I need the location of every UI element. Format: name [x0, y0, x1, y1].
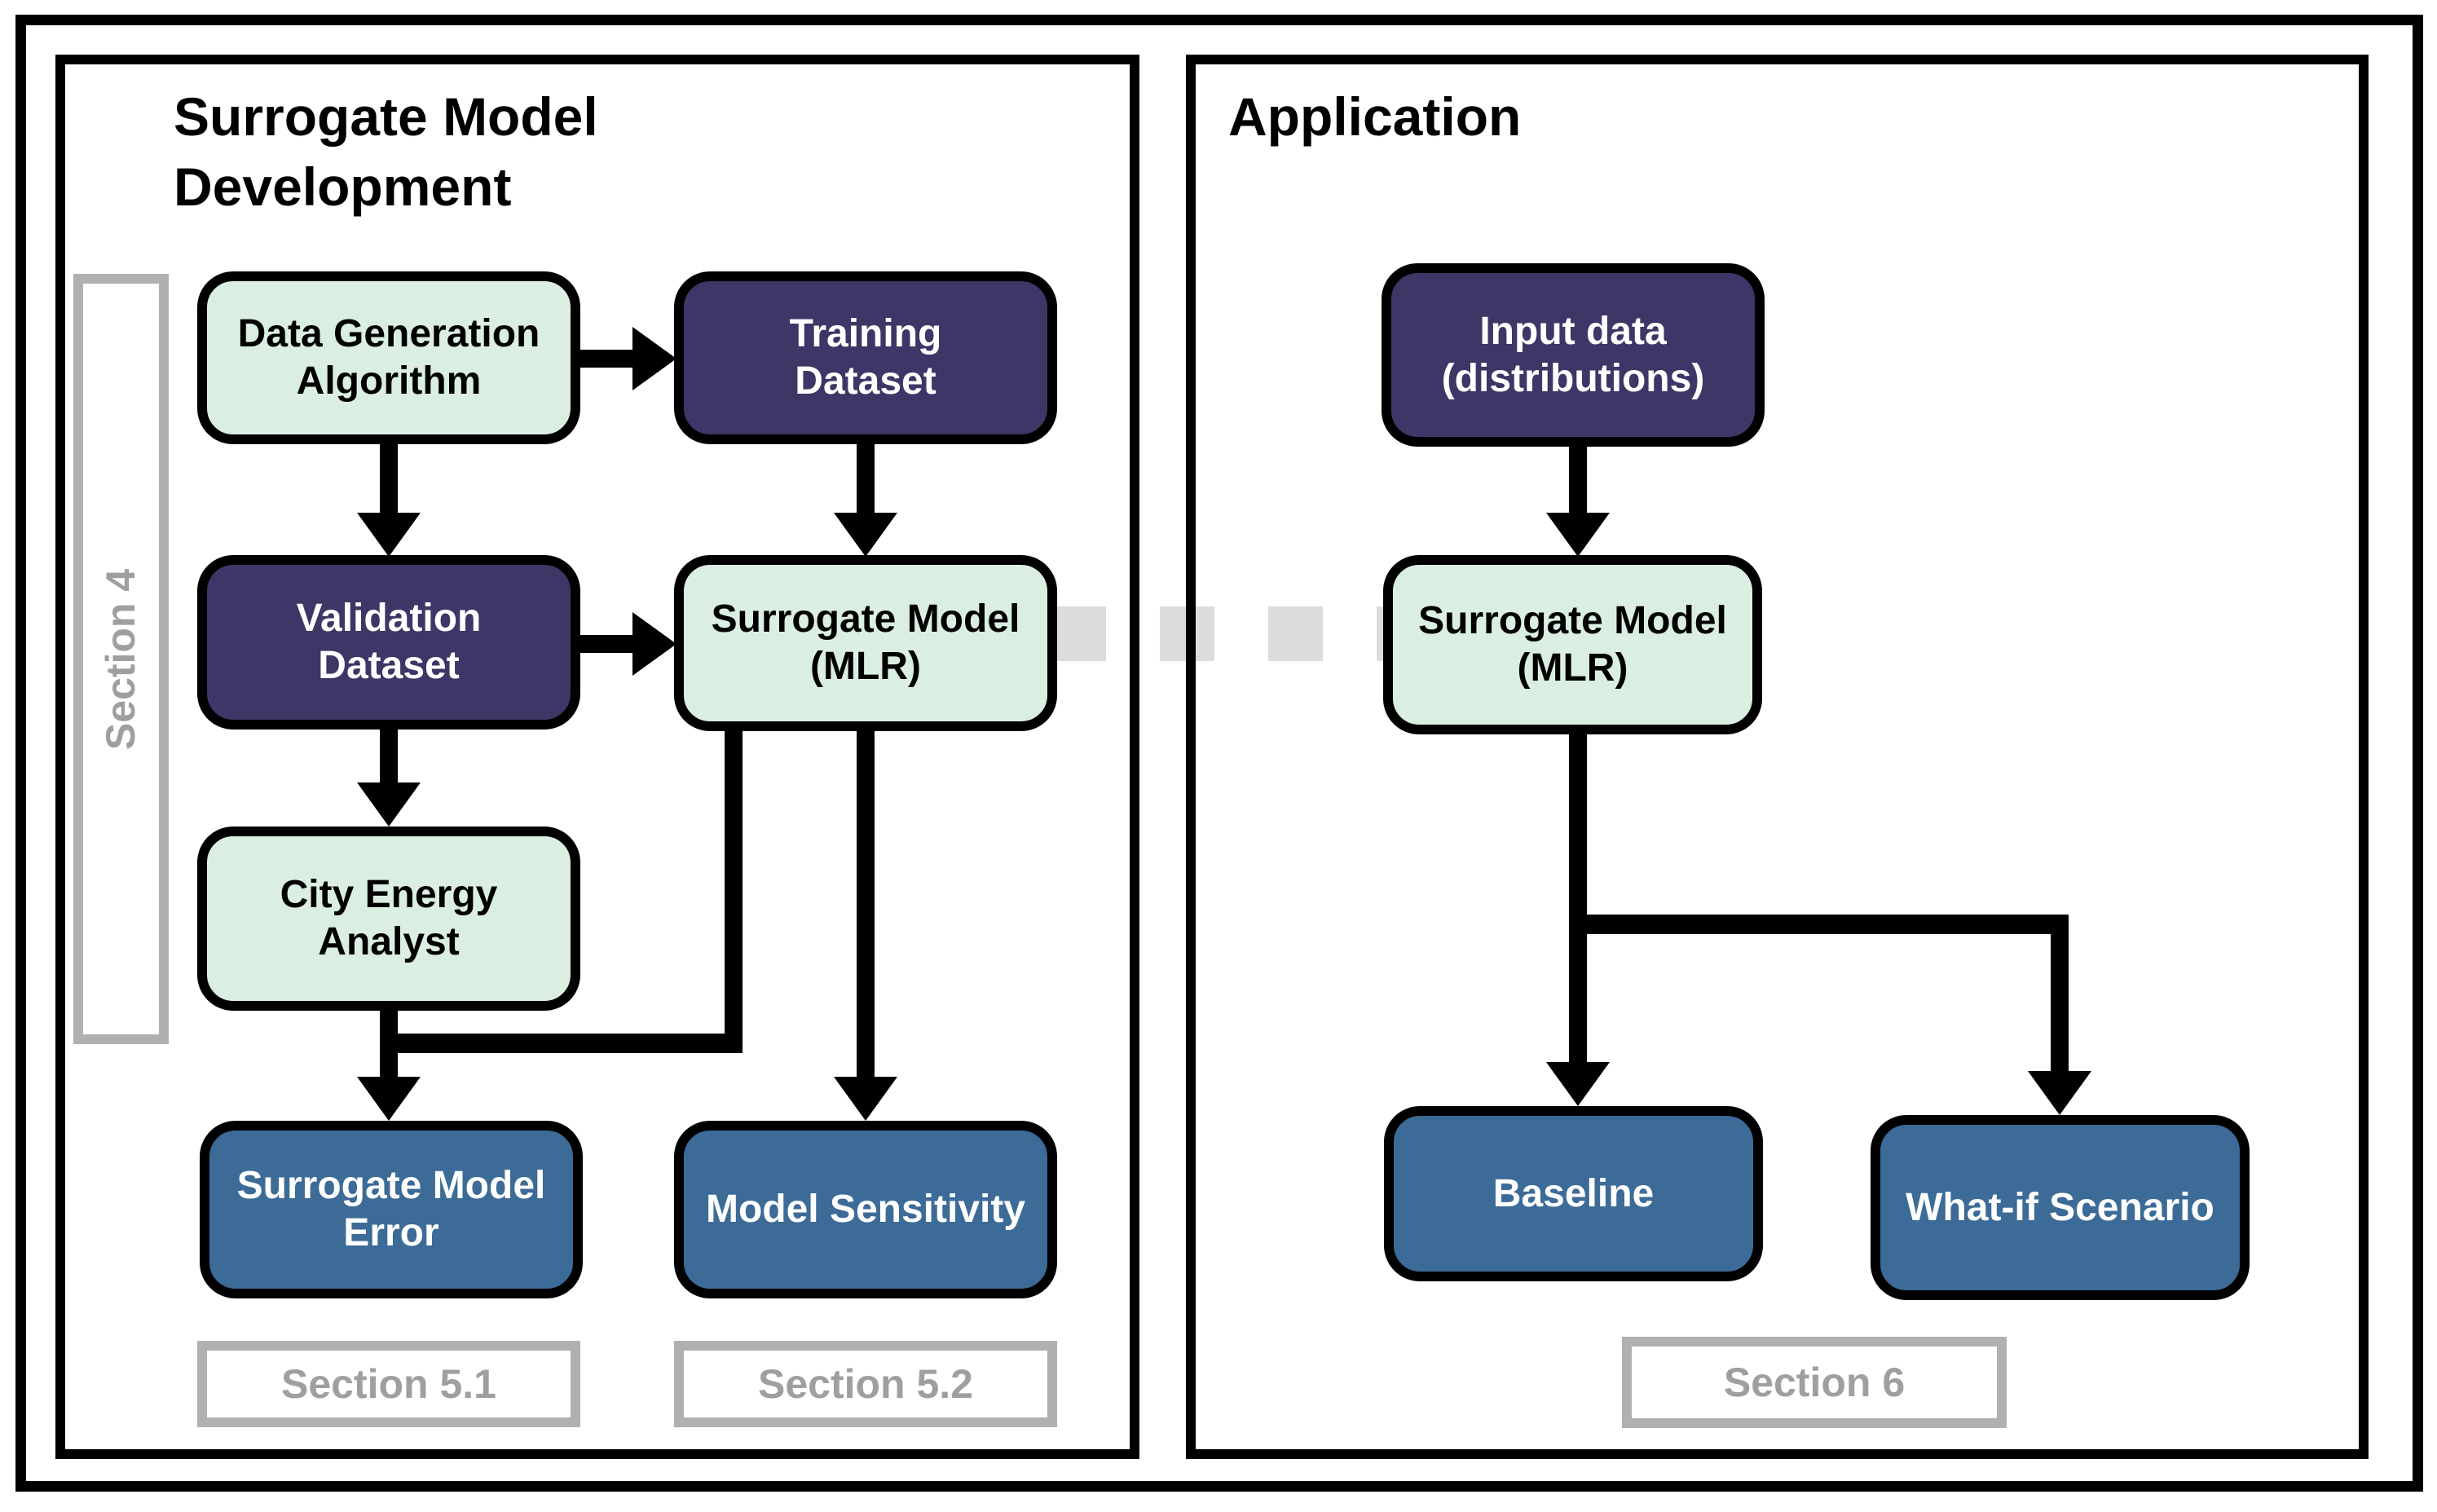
- arrow-input-to-surrogate-head: [1546, 513, 1610, 557]
- line-surrogate-app-down: [1569, 733, 1587, 916]
- arrow-dga-to-validation-head: [357, 513, 421, 557]
- arrow-surrogate-to-sensitivity-shaft: [857, 730, 875, 1080]
- development-panel-title: Surrogate Model Development: [174, 86, 598, 217]
- panel-application: [1186, 55, 2369, 1459]
- line-surrogate-to-junction: [725, 730, 743, 1053]
- node-input-data-distributions: Input data (distributions): [1382, 263, 1765, 447]
- arrow-dga-to-validation-shaft: [380, 443, 398, 514]
- panel-surrogate-model-development: [55, 55, 1139, 1459]
- section-4-label: Section 4: [98, 568, 144, 750]
- section-5-2-tag: Section 5.2: [674, 1341, 1057, 1427]
- line-junction-bar-app: [1569, 915, 2069, 934]
- dashed-connector-surrogate-models: [1051, 606, 1387, 661]
- arrow-to-baseline-shaft: [1569, 934, 1587, 1064]
- section-6-label: Section 6: [1723, 1360, 1906, 1405]
- application-panel-title: Application: [1228, 86, 1522, 147]
- node-surrogate-model-mlr-dev: Surrogate Model (MLR): [674, 555, 1057, 731]
- section-6-tag: Section 6: [1622, 1337, 2007, 1428]
- arrow-to-baseline-head: [1546, 1062, 1610, 1106]
- arrow-validation-to-surrogate-shaft: [580, 635, 634, 653]
- arrow-training-to-surrogate-shaft: [857, 443, 875, 514]
- section-4-tag: Section 4: [73, 274, 169, 1044]
- line-cea-to-junction: [380, 1009, 398, 1042]
- arrow-validation-to-surrogate-head: [632, 612, 676, 676]
- arrow-surrogate-to-sensitivity-head: [834, 1077, 897, 1121]
- node-training-dataset: Training Dataset: [674, 271, 1057, 444]
- arrow-junction-to-error-shaft: [380, 1051, 398, 1080]
- outer-border: [15, 15, 2423, 1492]
- node-surrogate-model-error: Surrogate Model Error: [200, 1121, 583, 1298]
- node-baseline: Baseline: [1384, 1106, 1763, 1281]
- arrow-validation-to-cea-head: [357, 782, 421, 827]
- node-city-energy-analyst: City Energy Analyst: [197, 827, 580, 1011]
- node-data-generation-algorithm: Data Generation Algorithm: [197, 271, 580, 444]
- arrow-dga-to-training-head: [632, 327, 676, 390]
- section-5-1-label: Section 5.1: [281, 1361, 496, 1407]
- node-model-sensitivity: Model Sensitivity: [674, 1121, 1057, 1298]
- node-surrogate-model-mlr-app: Surrogate Model (MLR): [1383, 555, 1762, 734]
- arrow-dga-to-training-shaft: [580, 350, 634, 368]
- arrow-to-whatif-shaft: [2051, 934, 2069, 1073]
- arrow-input-to-surrogate-shaft: [1569, 445, 1587, 514]
- arrow-to-whatif-head: [2028, 1071, 2091, 1115]
- line-junction-bar-dev: [380, 1034, 743, 1053]
- section-5-1-tag: Section 5.1: [197, 1341, 580, 1427]
- node-validation-dataset: Validation Dataset: [197, 555, 580, 730]
- arrow-junction-to-error-head: [357, 1077, 421, 1121]
- arrow-validation-to-cea-shaft: [380, 728, 398, 784]
- arrow-training-to-surrogate-head: [834, 513, 897, 557]
- node-whatif-scenario: What-if Scenario: [1871, 1115, 2250, 1300]
- section-5-2-label: Section 5.2: [758, 1361, 973, 1407]
